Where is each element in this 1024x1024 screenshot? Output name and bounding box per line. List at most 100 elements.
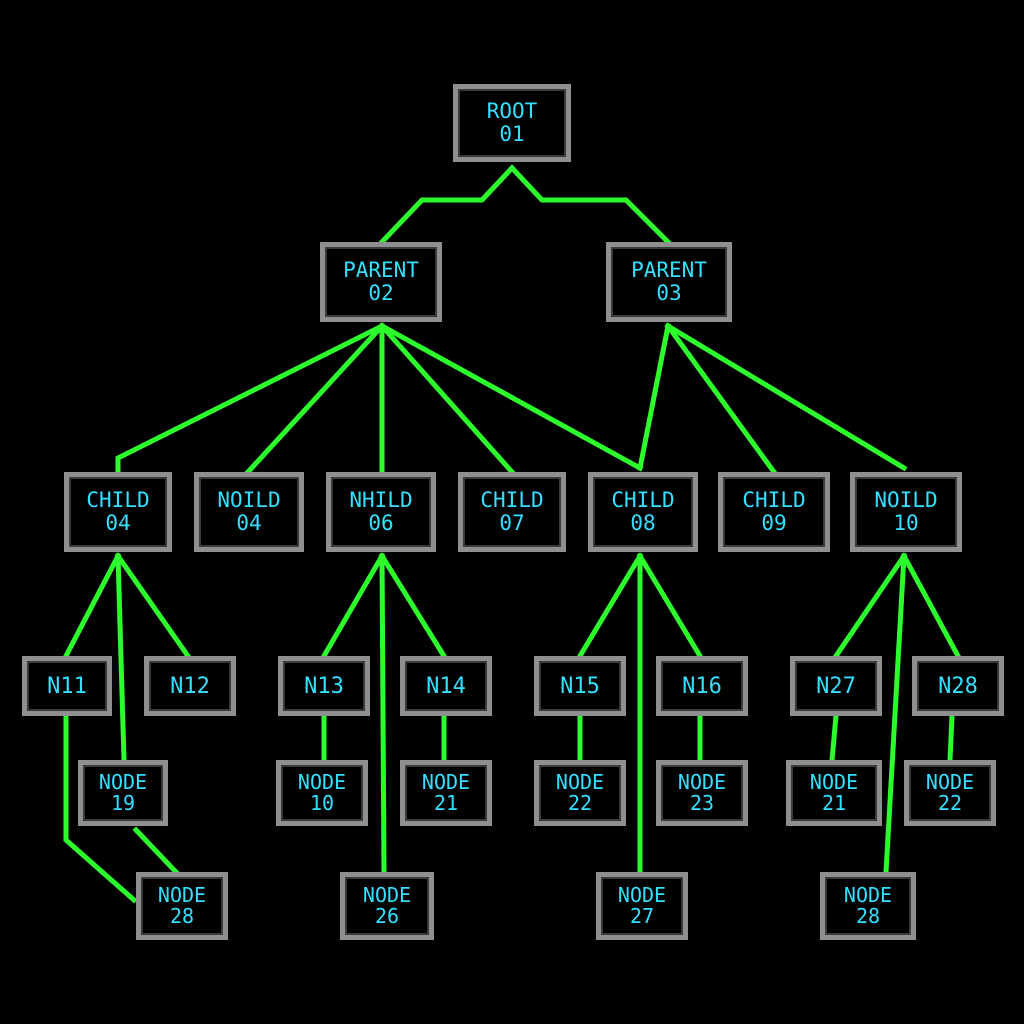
node-label: N16 bbox=[682, 673, 722, 699]
node-node-21-right: NODE 21 bbox=[786, 760, 882, 826]
node-n15: N15 bbox=[534, 656, 626, 716]
node-noild-10: NOILD 10 bbox=[850, 472, 962, 552]
edge-nhild-06-to-n13 bbox=[320, 552, 386, 660]
node-label: NOILD bbox=[217, 488, 281, 512]
node-id: 07 bbox=[499, 511, 525, 535]
node-label: PARENT bbox=[631, 258, 707, 282]
node-label: NOILD bbox=[874, 488, 938, 512]
edge-child-04-to-node-19 bbox=[115, 553, 127, 763]
node-node-22-right: NODE 22 bbox=[904, 760, 996, 826]
node-label: CHILD bbox=[86, 488, 150, 512]
node-label: NODE bbox=[362, 883, 412, 907]
edge-child-08-to-n15 bbox=[576, 552, 644, 660]
node-child-09: CHILD 09 bbox=[718, 472, 830, 552]
edge-noild-10-to-node-28-right bbox=[883, 553, 907, 875]
node-id: 04 bbox=[105, 511, 131, 535]
node-root-01: ROOT 01 bbox=[453, 84, 571, 162]
node-node-10: NODE 10 bbox=[276, 760, 368, 826]
node-noild-04: NOILD 04 bbox=[194, 472, 304, 552]
node-n11: N11 bbox=[22, 656, 112, 716]
node-n16: N16 bbox=[656, 656, 748, 716]
node-child-04: CHILD 04 bbox=[64, 472, 172, 552]
node-id: 27 bbox=[629, 904, 655, 928]
node-id: 10 bbox=[309, 791, 335, 815]
node-child-08: CHILD 08 bbox=[588, 472, 698, 552]
node-id: 04 bbox=[236, 511, 262, 535]
node-label: CHILD bbox=[611, 488, 675, 512]
node-label: NODE bbox=[421, 770, 471, 794]
node-id: 02 bbox=[368, 281, 394, 305]
node-node-19: NODE 19 bbox=[78, 760, 168, 826]
edge-n28-to-node-22-right bbox=[947, 713, 955, 763]
node-id: 21 bbox=[821, 791, 847, 815]
node-node-28-right: NODE 28 bbox=[820, 872, 916, 940]
node-label: NODE bbox=[843, 883, 893, 907]
node-id: 09 bbox=[761, 511, 787, 535]
edge-child-04-to-n11 bbox=[62, 552, 122, 660]
node-label: CHILD bbox=[742, 488, 806, 512]
node-n28: N28 bbox=[912, 656, 1004, 716]
node-id: 03 bbox=[656, 281, 682, 305]
node-n14: N14 bbox=[400, 656, 492, 716]
node-label: CHILD bbox=[480, 488, 544, 512]
node-id: 21 bbox=[433, 791, 459, 815]
edge-n11-to-node-28 bbox=[63, 713, 138, 904]
edge-nhild-06-to-n14 bbox=[378, 552, 448, 660]
node-label: N15 bbox=[560, 673, 600, 699]
node-label: ROOT bbox=[486, 99, 538, 123]
edge-child-04-to-n12 bbox=[114, 552, 192, 660]
edge-noild-10-to-n27 bbox=[832, 552, 908, 660]
edge-parent-02-to-child-04 bbox=[115, 322, 386, 475]
node-n27: N27 bbox=[790, 656, 882, 716]
edge-node-19-to-node-28 bbox=[132, 826, 180, 876]
edge-root-to-parent-03 bbox=[508, 164, 672, 246]
node-n12: N12 bbox=[144, 656, 236, 716]
edge-parent-03-to-noild-10 bbox=[664, 322, 908, 472]
edge-parent-03-to-child-08 bbox=[637, 323, 671, 471]
node-label: N12 bbox=[170, 673, 210, 699]
edge-parent-02-to-child-07 bbox=[378, 322, 516, 476]
node-node-23: NODE 23 bbox=[656, 760, 748, 826]
node-id: 28 bbox=[855, 904, 881, 928]
node-node-28: NODE 28 bbox=[136, 872, 228, 940]
node-label: NODE bbox=[925, 770, 975, 794]
node-n13: N13 bbox=[278, 656, 370, 716]
node-node-26: NODE 26 bbox=[340, 872, 434, 940]
node-parent-02: PARENT 02 bbox=[320, 242, 442, 322]
node-node-27: NODE 27 bbox=[596, 872, 688, 940]
node-label: NODE bbox=[809, 770, 859, 794]
node-label: NODE bbox=[555, 770, 605, 794]
node-label: NODE bbox=[98, 770, 148, 794]
edge-nhild-06-to-node-26 bbox=[379, 553, 387, 875]
node-node-22: NODE 22 bbox=[534, 760, 626, 826]
node-label: PARENT bbox=[343, 258, 419, 282]
node-id: 22 bbox=[937, 791, 963, 815]
edge-root-to-parent-02 bbox=[378, 164, 516, 246]
node-label: N27 bbox=[816, 673, 856, 699]
edge-n27-to-node-21-right bbox=[829, 713, 839, 763]
edge-child-08-to-n16 bbox=[636, 552, 704, 660]
node-id: 19 bbox=[110, 791, 136, 815]
node-label: NODE bbox=[617, 883, 667, 907]
node-child-07: CHILD 07 bbox=[458, 472, 566, 552]
node-label: NODE bbox=[677, 770, 727, 794]
edge-parent-02-to-child-08 bbox=[378, 322, 644, 472]
edge-noild-10-to-n28 bbox=[900, 552, 962, 660]
node-id: 22 bbox=[567, 791, 593, 815]
node-label: N14 bbox=[426, 673, 466, 699]
node-nhild-06: NHILD 06 bbox=[326, 472, 436, 552]
node-label: NHILD bbox=[349, 488, 413, 512]
node-label: N28 bbox=[938, 673, 978, 699]
node-id: 08 bbox=[630, 511, 656, 535]
node-id: 23 bbox=[689, 791, 715, 815]
node-id: 01 bbox=[499, 122, 525, 146]
node-label: NODE bbox=[157, 883, 207, 907]
node-label: N11 bbox=[47, 673, 87, 699]
node-id: 10 bbox=[893, 511, 919, 535]
node-id: 26 bbox=[374, 904, 400, 928]
node-parent-03: PARENT 03 bbox=[606, 242, 732, 322]
node-id: 28 bbox=[169, 904, 195, 928]
node-label: NODE bbox=[297, 770, 347, 794]
